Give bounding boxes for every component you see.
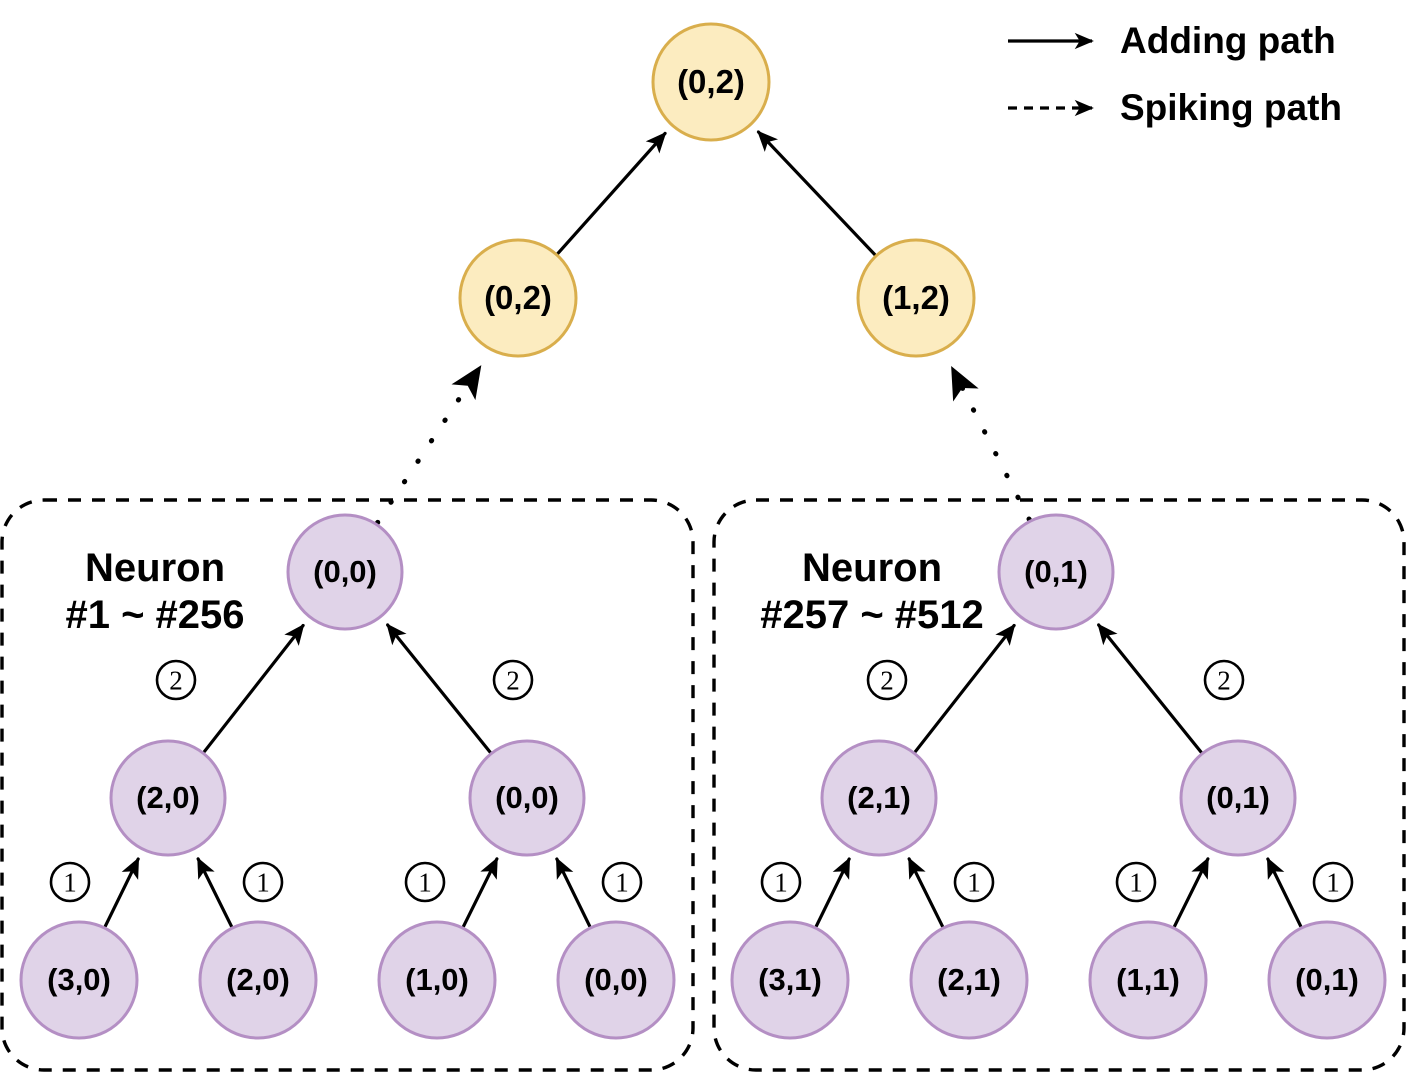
left-neuron-group-leaf-weight-0 (49, 861, 91, 903)
left-neuron-group-mid-weight-1 (492, 659, 534, 701)
edges-layer (103, 130, 1303, 928)
left-neuron-group-leaf-node-1[interactable] (198, 920, 318, 1040)
right-neuron-group-mid-edge-1 (1097, 623, 1203, 754)
right-neuron-group-title-line1: Neuron (802, 546, 942, 590)
legend-label-0: Adding path (1120, 20, 1336, 61)
group-boundaries-layer (0, 498, 1406, 1072)
right-neuron-group-leaf-node-2[interactable] (1088, 920, 1208, 1040)
right-neuron-group-leaf-edge-3 (1266, 857, 1303, 928)
right-neuron-group-spiking-edge (950, 366, 1032, 522)
left-neuron-group-title: Neuron#1 ~ #256 (65, 545, 244, 639)
left-neuron-group-leaf-weight-1 (242, 861, 284, 903)
right-neuron-group-leaf-weight-2 (1115, 861, 1157, 903)
left-neuron-group-leaf-edge-0 (103, 857, 140, 928)
right-neuron-group-leaf-weight-0 (760, 861, 802, 903)
right-neuron-group-mid-node-0[interactable] (820, 739, 938, 857)
left-neuron-group-leaf-node-3[interactable] (556, 920, 676, 1040)
legend-icons-layer (1008, 32, 1094, 117)
left-neuron-group-mid-weight-0 (155, 659, 197, 701)
accumulator-node-0[interactable] (458, 238, 578, 358)
right-neuron-group-leaf-edge-1 (907, 857, 945, 928)
edge-label-circles-layer (49, 659, 1354, 903)
right-neuron-group-title: Neuron#257 ~ #512 (760, 545, 984, 639)
left-neuron-group-leaf-weight-3 (601, 861, 643, 903)
right-neuron-group-leaf-edge-2 (1172, 857, 1210, 928)
right-neuron-group-leaf-node-3[interactable] (1267, 920, 1387, 1040)
right-neuron-group-leaf-node-1[interactable] (909, 920, 1029, 1040)
nodes-layer (19, 22, 1387, 1040)
accumulator-node-1[interactable] (856, 238, 976, 358)
left-neuron-group-mid-edge-1 (386, 623, 492, 754)
left-neuron-group-mid-edge-0 (202, 623, 305, 754)
right-neuron-group-mid-node-1[interactable] (1179, 739, 1297, 857)
legend-label-1: Spiking path (1120, 87, 1342, 128)
right-neuron-group-mid-weight-0 (866, 659, 908, 701)
left-neuron-group-leaf-node-2[interactable] (377, 920, 497, 1040)
right-neuron-group-root-node[interactable] (997, 513, 1115, 631)
accumulator-node-root[interactable] (651, 22, 771, 142)
right-neuron-group-leaf-node-0[interactable] (730, 920, 850, 1040)
left-neuron-group-leaf-edge-2 (461, 857, 499, 928)
right-neuron-group-leaf-edge-0 (814, 857, 851, 928)
left-neuron-group-title-line1: Neuron (85, 546, 225, 590)
left-neuron-group-root-node[interactable] (286, 513, 404, 631)
right-neuron-group-title-line2: #257 ~ #512 (760, 593, 984, 638)
right-neuron-group-boundary (712, 498, 1406, 1072)
accumulator-edge-1 (756, 130, 877, 257)
left-neuron-group-leaf-node-0[interactable] (19, 920, 139, 1040)
accumulator-edge-0 (556, 131, 667, 255)
left-neuron-group-leaf-weight-2 (404, 861, 446, 903)
left-neuron-group-leaf-edge-3 (555, 857, 592, 928)
left-neuron-group-boundary (0, 498, 695, 1072)
left-neuron-group-leaf-edge-1 (196, 857, 234, 928)
left-neuron-group-title-line2: #1 ~ #256 (65, 593, 245, 638)
right-neuron-group-mid-edge-0 (913, 623, 1016, 754)
left-neuron-group-mid-node-0[interactable] (109, 739, 227, 857)
right-neuron-group-leaf-weight-1 (953, 861, 995, 903)
left-neuron-group-mid-node-1[interactable] (468, 739, 586, 857)
right-neuron-group-leaf-weight-3 (1312, 861, 1354, 903)
right-neuron-group-mid-weight-1 (1203, 659, 1245, 701)
